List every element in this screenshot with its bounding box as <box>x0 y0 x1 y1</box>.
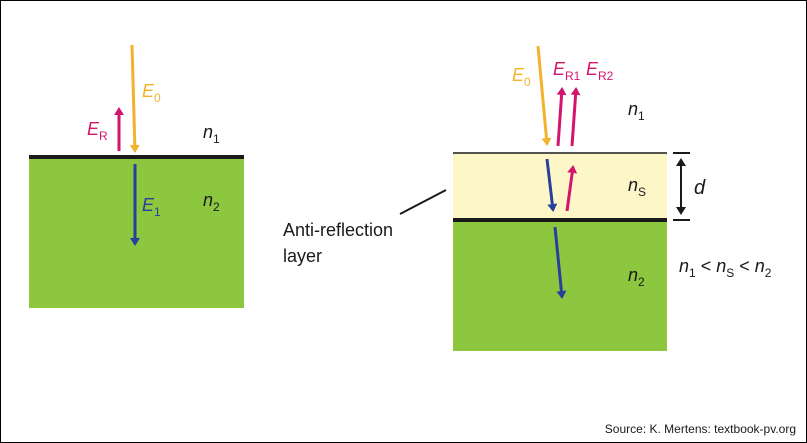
right-layer-index-label: nS <box>628 175 646 199</box>
left-incident-arrow <box>129 44 140 153</box>
layer-callout-label: Anti-reflection layer <box>283 220 398 266</box>
right-reflected-2-label: ER2 <box>586 59 614 83</box>
index-inequality: n1 < nS < n2 <box>679 256 772 280</box>
left-medium-top-label: n1 <box>203 122 220 146</box>
right-medium-top-label: n1 <box>628 99 645 123</box>
right-reflected-1-arrow <box>556 87 567 147</box>
right-layer-transmitted-arrow <box>545 158 558 212</box>
right-medium-bottom-label: n2 <box>628 265 645 289</box>
source-note: Source: K. Mertens: textbook-pv.org <box>605 422 796 436</box>
right-layer-reflected-arrow <box>565 165 578 212</box>
left-incident-label: E0 <box>142 81 161 105</box>
thickness-label: d <box>694 177 706 199</box>
right-reflected-2-arrow <box>570 87 581 147</box>
right-incident-arrow <box>536 45 552 146</box>
layer-callout-leader <box>399 189 447 215</box>
right-panel: E0 ER1 ER2 n1 nS n2 d Anti-reflection la… <box>283 45 772 351</box>
right-reflected-1-label: ER1 <box>553 59 581 83</box>
left-reflected-label: ER <box>87 119 108 143</box>
right-incident-label: E0 <box>512 65 531 89</box>
right-substrate-transmitted-arrow <box>553 226 567 299</box>
left-panel: E0 ER E1 n1 n2 <box>29 44 244 308</box>
left-transmitted-label: E1 <box>142 195 161 219</box>
right-arc-layer <box>453 153 667 220</box>
left-medium-bottom-label: n2 <box>203 190 220 214</box>
